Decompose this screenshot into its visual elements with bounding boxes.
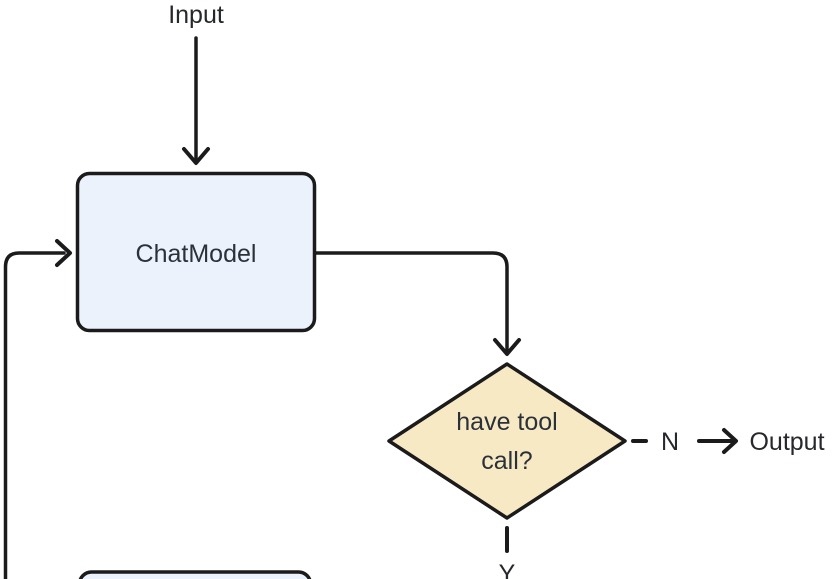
edge-decision-no-to-output: N [631,428,738,456]
decision-diamond [387,362,627,520]
edge-decision-yes-to-tools: Y [499,526,516,579]
arrowhead-right-icon [55,239,72,267]
edge-input-to-chatmodel [182,36,210,165]
chatmodel-label: ChatModel [136,240,257,268]
edge-tools-to-chatmodel [3,239,72,579]
arrowhead-down-icon [493,338,521,356]
output-label: Output [749,428,824,456]
node-tools-partial [78,570,312,579]
input-label: Input [168,1,224,29]
edge-line [3,251,66,579]
node-chatmodel: ChatModel [75,171,317,333]
tools-box [78,570,312,579]
decision-label-line1: have tool [456,408,557,436]
node-decision: have tool call? [387,362,627,520]
edge-chatmodel-to-decision [313,251,521,356]
arrowhead-down-icon [182,147,210,165]
no-branch-label: N [661,428,679,456]
edge-line [313,251,509,352]
arrowhead-right-icon [722,428,738,454]
yes-branch-label: Y [499,560,516,579]
decision-label-line2: call? [481,447,532,475]
